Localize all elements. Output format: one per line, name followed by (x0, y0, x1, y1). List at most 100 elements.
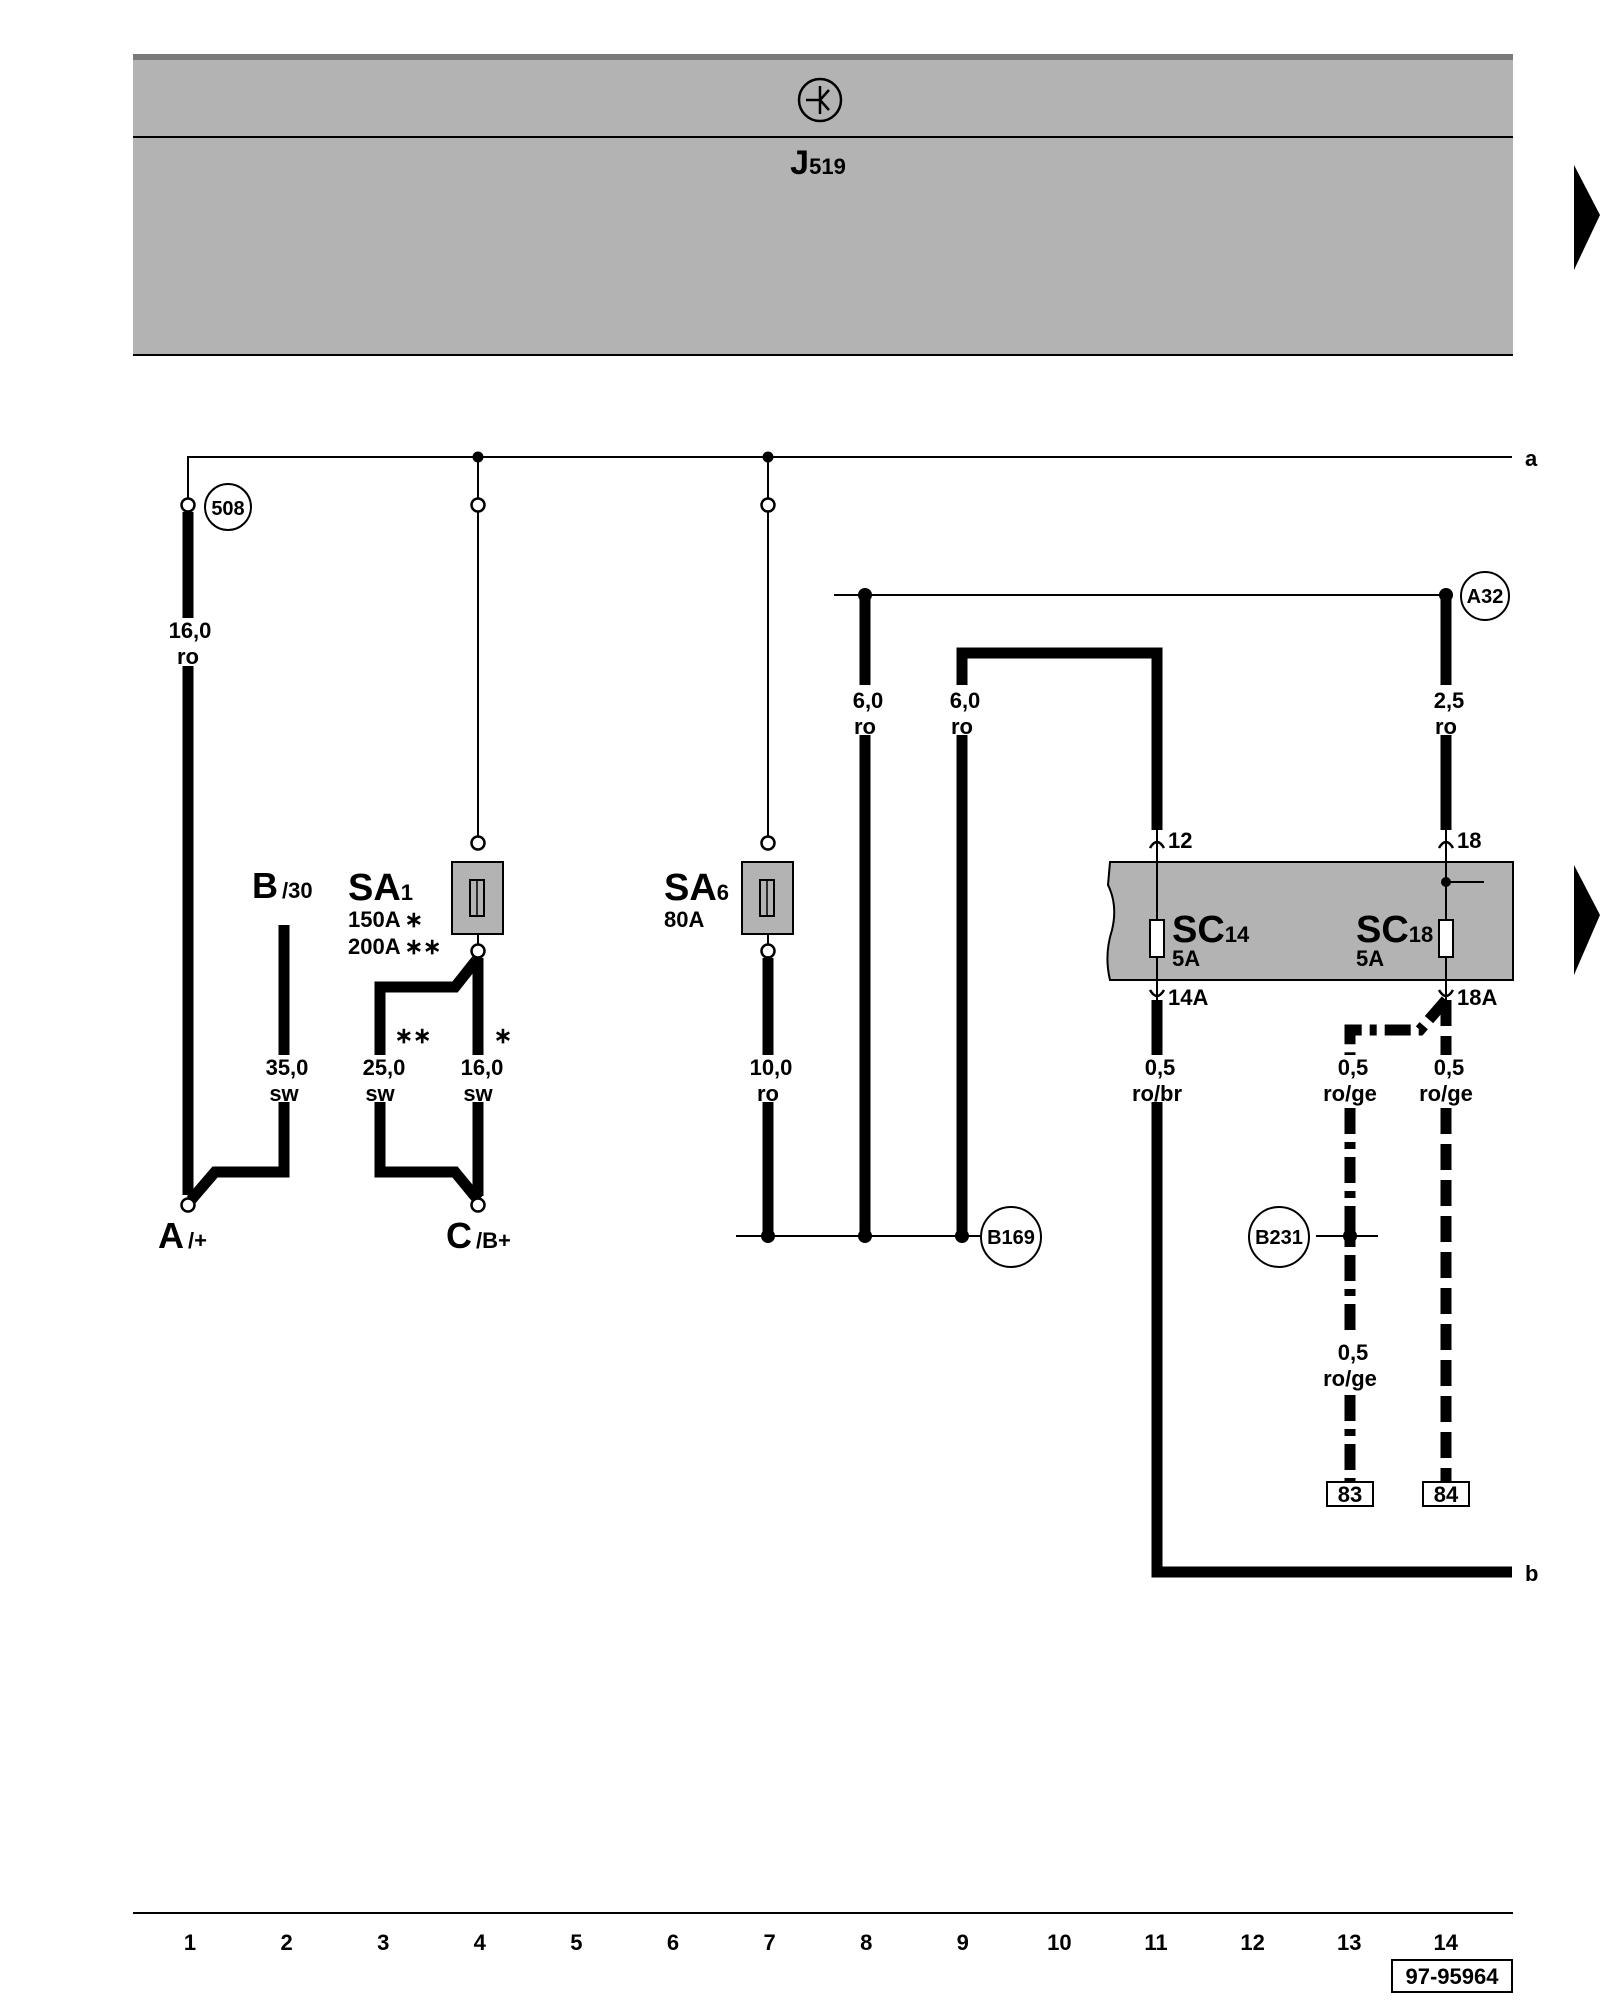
grid-column-14: 14 (1434, 1930, 1459, 1955)
wire-col11-color: ro/br (1132, 1081, 1183, 1106)
wire-col7-color: ro (757, 1081, 779, 1106)
grid-column-5: 5 (570, 1930, 582, 1955)
control-module-panel (133, 55, 1513, 355)
pin-sa6-in (760, 835, 776, 851)
fuse-sc14-rating: 5A (1172, 946, 1200, 971)
grid-column-11: 11 (1144, 1930, 1167, 1955)
fuse-sa6 (741, 861, 794, 935)
pin-12-marker (1148, 840, 1166, 849)
bus-line-a (187, 456, 1512, 505)
wire-col1-size: 16,0 (169, 618, 212, 643)
document-number-box: 97-95964 (1391, 1959, 1513, 1993)
wire-col3-upper (374, 954, 483, 1055)
grid-column-9: 9 (957, 1930, 969, 1955)
wire-col11-size: 0,5 (1145, 1055, 1176, 1080)
line-b-label: b (1525, 1561, 1538, 1586)
pin-sa6-top (760, 497, 776, 513)
svg-text:84: 84 (1434, 1482, 1459, 1507)
pin-sa1-in (470, 835, 486, 851)
fuse-sa6-label: SA6 (664, 867, 729, 909)
grid-column-6: 6 (667, 1930, 679, 1955)
fuse-sa1 (451, 861, 504, 935)
ground-symbol-icon (797, 77, 843, 123)
wire-col4-color: sw (463, 1081, 493, 1106)
svg-text:83: 83 (1338, 1482, 1362, 1507)
sc14-fuse-element (1149, 919, 1165, 958)
fuse-sc14-label: SC14 (1172, 909, 1250, 951)
wire-col14-size: 2,5 (1434, 688, 1465, 713)
b231-junction (1343, 1229, 1357, 1243)
grid-column-7: 7 (763, 1930, 775, 1955)
svg-text:A32: A32 (1467, 586, 1504, 608)
grid-column-2: 2 (280, 1930, 292, 1955)
connector-508: 508 (204, 483, 252, 531)
grid-column-3: 3 (377, 1930, 389, 1955)
wire-col3-lower (374, 1102, 483, 1204)
wire-col13-branch (1344, 996, 1451, 1055)
svg-text:508: 508 (211, 498, 244, 520)
destination-84: 84 (1422, 1481, 1470, 1507)
page-continue-marker-top (1574, 165, 1600, 270)
sc18-fuse-element (1438, 919, 1454, 958)
fuse-sa1-label: SA1 (348, 867, 413, 909)
connector-b231: B231 (1248, 1206, 1310, 1268)
page-continue-marker-mid (1574, 865, 1600, 975)
wire-col7-size: 10,0 (750, 1055, 793, 1080)
fuse-sc18-rating: 5A (1356, 946, 1384, 971)
wire-col13a-color: ro/ge (1323, 1081, 1377, 1106)
variant-mark-single: ∗ (494, 1023, 512, 1048)
wire-col4-size: 16,0 (461, 1055, 504, 1080)
module-label: J519 (790, 144, 846, 182)
fuse-sa1-rating-2: 200A∗∗ (348, 934, 441, 959)
wire-col14b-size: 0,5 (1434, 1055, 1465, 1080)
grid-column-13: 13 (1337, 1930, 1361, 1955)
pin-sa1-out (470, 943, 486, 959)
variant-mark-double: ∗∗ (395, 1023, 432, 1048)
connector-a32: A32 (1460, 571, 1510, 621)
wire-col1-color: ro (177, 644, 199, 669)
destination-83: 83 (1326, 1481, 1374, 1507)
svg-text:97-95964: 97-95964 (1406, 1964, 1500, 1989)
wire-col3-color: sw (365, 1081, 395, 1106)
pin-14a-marker (1148, 989, 1166, 998)
wire-col9-color: ro (951, 714, 973, 739)
pin-18-marker (1437, 840, 1455, 849)
pin-terminal-c (470, 1197, 486, 1213)
svg-text:B231: B231 (1255, 1227, 1303, 1249)
pin-12-label: 12 (1168, 828, 1192, 853)
grid-column-10: 10 (1047, 1930, 1071, 1955)
wire-col2-color: sw (269, 1081, 299, 1106)
pin-18-label: 18 (1457, 828, 1481, 853)
wire-col13b-size: 0,5 (1338, 1340, 1369, 1365)
grid-column-4: 4 (474, 1930, 487, 1955)
pin-sa1-top (470, 497, 486, 513)
grid-column-8: 8 (860, 1930, 872, 1955)
terminal-c-label: C/B+ (446, 1215, 511, 1256)
pin-sa6-out (760, 943, 776, 959)
grid-column-12: 12 (1240, 1930, 1264, 1955)
wire-col2-size: 35,0 (266, 1055, 309, 1080)
fuse-sc18-label: SC18 (1356, 909, 1433, 951)
pin-18a-marker (1437, 989, 1455, 998)
wire-col9-size: 6,0 (950, 688, 981, 713)
pin-terminal-a (180, 1197, 196, 1213)
wire-col2-lower (186, 1102, 290, 1204)
pin-18a-label: 18A (1457, 985, 1497, 1010)
wire-col13b-color: ro/ge (1323, 1366, 1377, 1391)
b169-junction-7 (761, 1229, 775, 1243)
wire-col11-lower (1151, 1102, 1512, 1578)
pin-14a-label: 14A (1168, 985, 1208, 1010)
pin-col1-top (180, 497, 196, 513)
terminal-a-label: A/+ (158, 1215, 207, 1256)
line-a-label: a (1525, 446, 1538, 471)
fuse-box-sc (1106, 861, 1514, 981)
wire-col14b-color: ro/ge (1419, 1081, 1473, 1106)
grid-column-1: 1 (184, 1930, 196, 1955)
wire-col3-size: 25,0 (363, 1055, 406, 1080)
fuse-sa6-rating: 80A (664, 907, 704, 932)
terminal-b-label: B/30 (252, 865, 313, 906)
wire-col14-color: ro (1435, 714, 1457, 739)
wire-col8-size: 6,0 (853, 688, 884, 713)
